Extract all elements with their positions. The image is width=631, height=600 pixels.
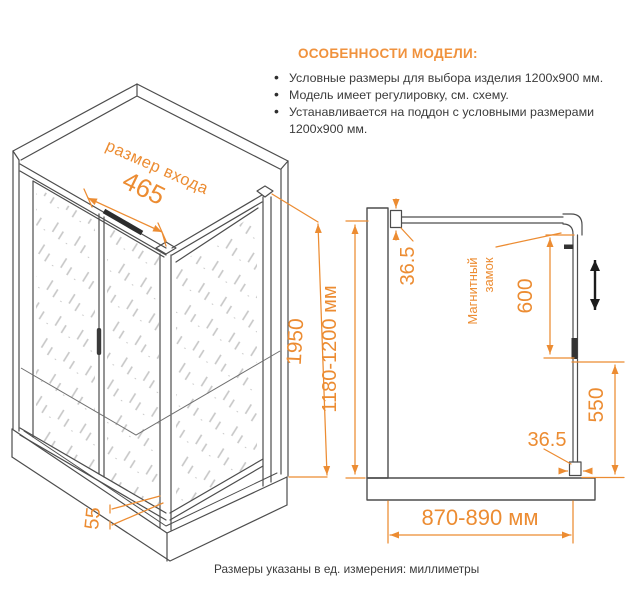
iso-dimensions (83, 188, 331, 530)
isometric-view-svg: размер входа 465 1950 55 (11, 83, 331, 562)
width-dim: 870-890 мм (421, 505, 538, 530)
feature-item: Условные размеры для выбора изделия 1200… (272, 69, 626, 87)
door-handle (96, 328, 102, 355)
feature-item: Модель имеет регулировку, см. схему. (272, 86, 626, 104)
back-glass-plan (401, 216, 564, 224)
enclosure-frame (12, 83, 289, 477)
units-note: Размеры указаны в ед. измерения: миллиме… (214, 562, 480, 576)
features-title: ОСОБЕННОСТИ МОДЕЛИ: (298, 46, 478, 61)
plan-view: 1180-1200 мм 36.5 600 Магнитный замок 55… (319, 190, 631, 560)
top-adjust-dim: 36.5 (397, 247, 419, 286)
wall-profile-bottom (568, 461, 582, 477)
bottom-adjust-dim: 36.5 (528, 429, 567, 451)
features-list: Условные размеры для выбора изделия 1200… (272, 69, 626, 138)
door-face (19, 163, 167, 521)
shower-tray (11, 428, 288, 562)
fixed-glass-panel (36, 187, 95, 472)
plan-structure (366, 207, 596, 501)
height-dim: 1950 (283, 318, 308, 366)
features-panel: ОСОБЕННОСТИ МОДЕЛИ: Условные размеры для… (272, 46, 626, 138)
door-width-dim: 600 (514, 278, 537, 313)
side-glass-panel (176, 213, 257, 509)
plan-view-svg: 1180-1200 мм 36.5 600 Магнитный замок 55… (319, 198, 625, 544)
sliding-door-glass (107, 226, 159, 509)
door-end-cap (571, 338, 578, 359)
magnetic-lock-label-word2: замок (481, 257, 496, 292)
door-handle-plan (564, 244, 574, 249)
tray-plan (366, 477, 596, 501)
depth-dim: 1180-1200 мм (320, 285, 341, 412)
side-face (155, 185, 274, 531)
fixed-panel-plan (572, 358, 579, 463)
interior-floor-edge (20, 350, 281, 436)
fixed-side-dim: 550 (585, 387, 608, 422)
magnetic-lock-label-word1: Магнитный (465, 257, 480, 324)
isometric-view: размер входа 465 1950 55 (0, 80, 335, 570)
wall-profile-top (389, 209, 403, 229)
side-panel-plan (366, 207, 389, 479)
feature-item: Устанавливается на поддон с условными ра… (272, 103, 626, 138)
plan-dimensions (345, 198, 625, 544)
corner-connector (562, 213, 583, 236)
sliding-door-plan (572, 234, 579, 359)
tray-height-dim: 55 (81, 506, 105, 530)
